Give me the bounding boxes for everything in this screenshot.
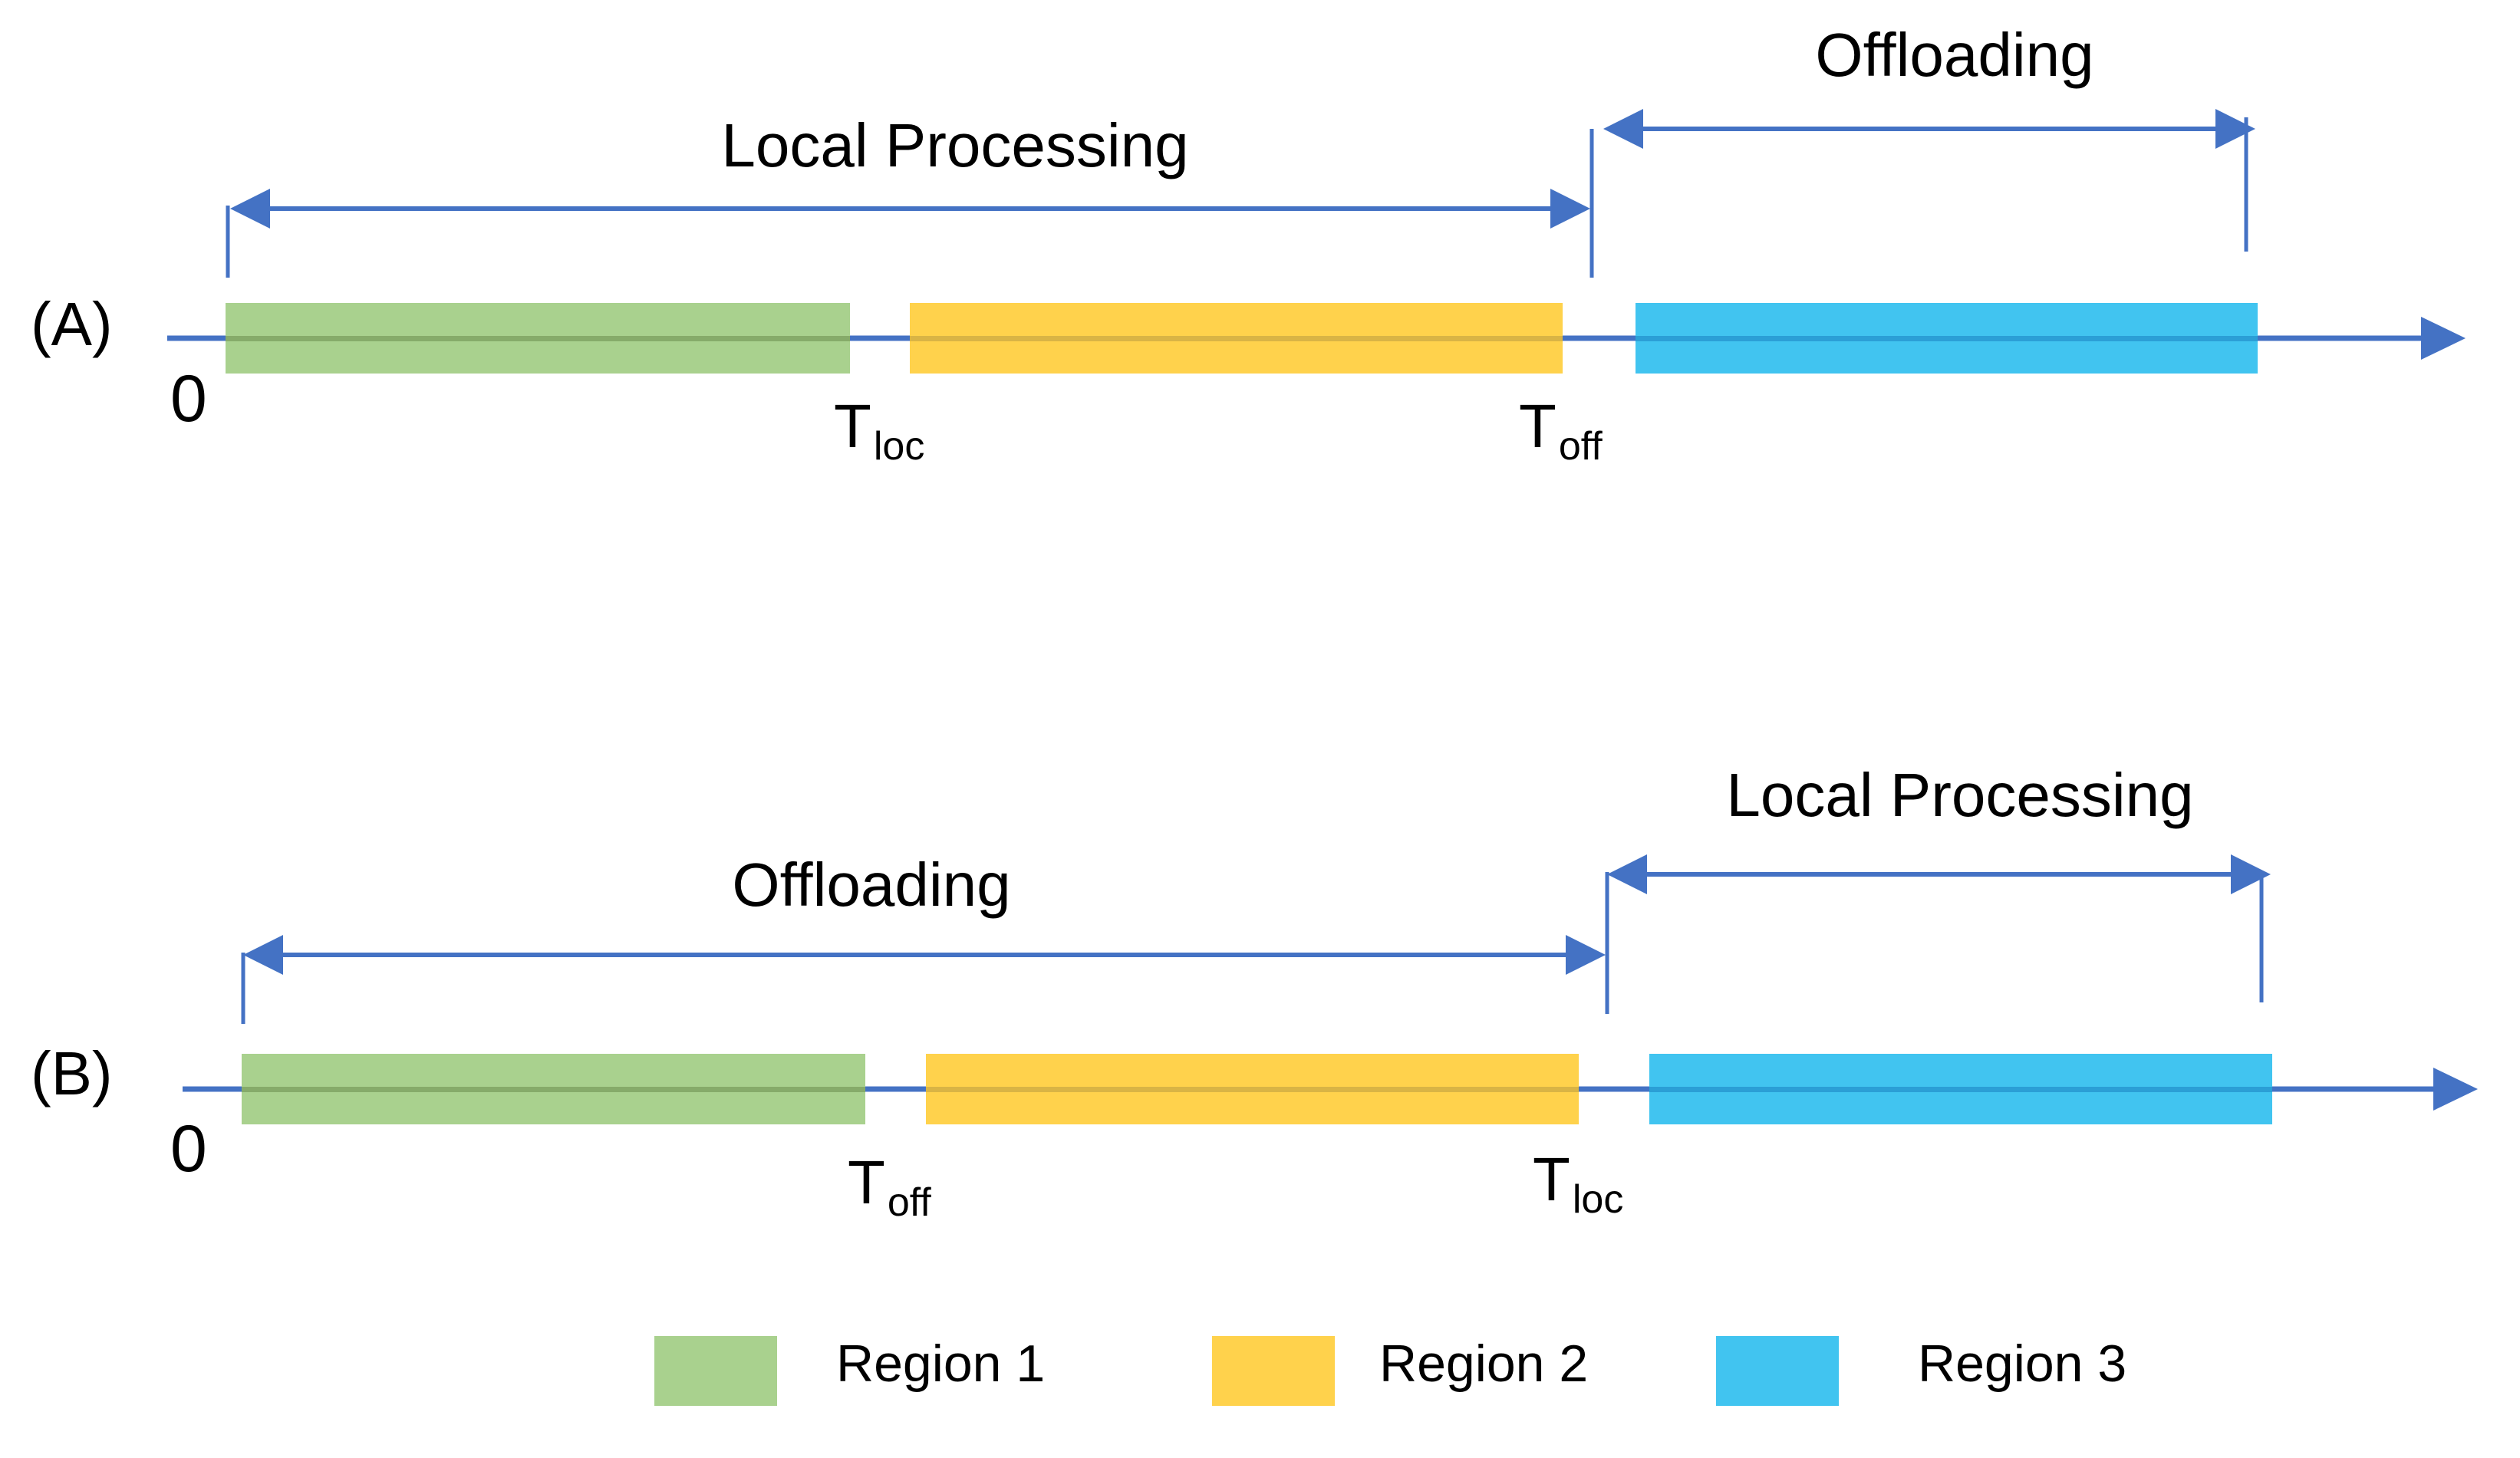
timeline-b-local-processing-label: Local Processing: [1726, 761, 2194, 829]
legend-region3-label: Region 3: [1918, 1335, 2127, 1393]
axis-through-bar-line: [910, 336, 1563, 341]
timeline-b-region3-bar: [1649, 1054, 2272, 1124]
timeline-b-origin-label: 0: [170, 1112, 207, 1186]
timeline-a-region1-bar: [226, 303, 850, 374]
t-base: T: [1519, 392, 1556, 460]
timeline-b-local-processing-extent-arrow: [1605, 854, 2271, 1014]
timeline-b-label: (B): [31, 1039, 113, 1107]
t-base: T: [1533, 1145, 1570, 1213]
timeline-a-local-processing-extent-arrow: [226, 189, 1590, 278]
timeline-b-offloading-label: Offloading: [732, 851, 1011, 919]
axis-through-bar-line: [1649, 1087, 2272, 1092]
t-subscript: loc: [873, 424, 925, 469]
timeline-b-region1-bar: [242, 1054, 865, 1124]
timeline-a-origin-label: 0: [170, 362, 207, 436]
timeline-a-region2-bar: [910, 303, 1563, 374]
legend-region3-swatch: [1716, 1336, 1839, 1406]
legend-region1-swatch: [654, 1336, 777, 1406]
timeline-a-label: (A): [31, 290, 113, 358]
t-base: T: [834, 392, 871, 460]
timeline-a-offloading-label: Offloading: [1815, 21, 2094, 89]
t-subscript: off: [1558, 424, 1603, 469]
timeline-a-offloading-extent-arrow: [1589, 109, 2255, 278]
axis-through-bar-line: [1636, 336, 2258, 341]
timeline-a-region3-bar: [1636, 303, 2258, 374]
timeline-b-region2-bar: [926, 1054, 1579, 1124]
t-base: T: [848, 1148, 885, 1216]
timeline-b-tloc-marker: Tloc: [1533, 1149, 1623, 1220]
timeline-a-axis-arrowhead: [2421, 317, 2466, 360]
axis-through-bar-line: [242, 1087, 865, 1092]
timeline-b-toff-marker: Toff: [848, 1152, 931, 1223]
t-subscript: off: [887, 1180, 931, 1225]
timeline-a-toff-marker: Toff: [1519, 396, 1603, 467]
legend-region2-label: Region 2: [1379, 1335, 1589, 1393]
legend-region1-label: Region 1: [836, 1335, 1046, 1393]
axis-through-bar-line: [926, 1087, 1579, 1092]
timeline-a-tloc-marker: Tloc: [834, 396, 924, 467]
legend-region2-swatch: [1212, 1336, 1335, 1406]
timeline-a-local-processing-label: Local Processing: [721, 111, 1189, 179]
timeline-b-axis-arrowhead: [2433, 1068, 2478, 1111]
t-subscript: loc: [1572, 1177, 1624, 1222]
axis-through-bar-line: [226, 336, 850, 341]
timeline-b-offloading-extent-arrow: [241, 935, 1606, 1024]
